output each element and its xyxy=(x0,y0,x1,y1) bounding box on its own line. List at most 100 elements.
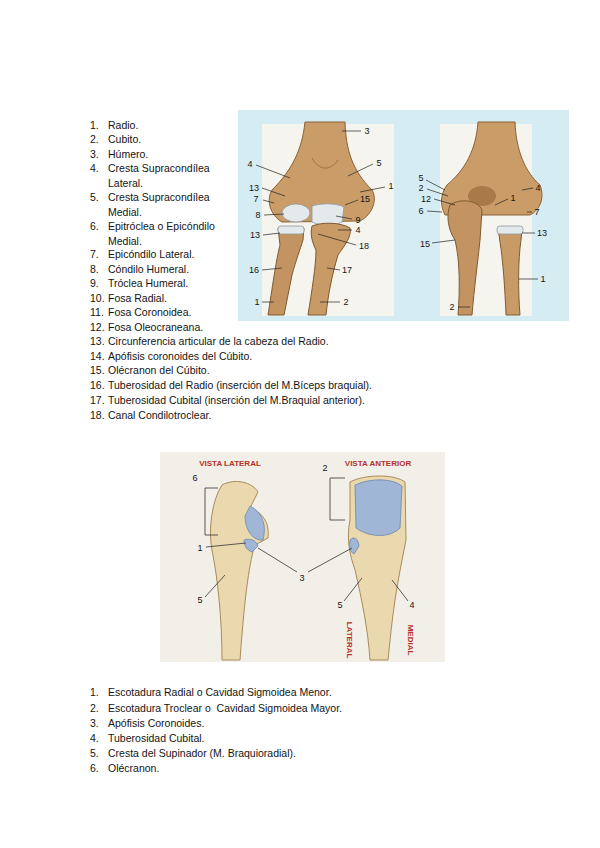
callout-number: 5 xyxy=(336,600,343,610)
list-item: Epicóndilo Lateral. xyxy=(108,247,194,262)
list-item: Apófisis Coronoides. xyxy=(108,716,204,731)
leader-line xyxy=(342,131,361,132)
leader-line xyxy=(256,165,290,178)
leader-line xyxy=(263,233,280,235)
leader-line xyxy=(308,548,352,572)
callout-number: 4 xyxy=(246,159,253,169)
callout-number: 16 xyxy=(248,265,260,275)
leader-line xyxy=(264,214,284,215)
list-number: 4. xyxy=(90,731,99,746)
leader-line xyxy=(432,240,455,243)
leader-line xyxy=(262,268,282,270)
leader-line xyxy=(327,268,340,270)
ulna-anterior-view xyxy=(348,476,406,660)
figure-panel xyxy=(160,452,445,662)
callout-number: 18 xyxy=(358,241,370,251)
leader-line xyxy=(206,543,246,547)
callout-number: 15 xyxy=(359,194,371,204)
bracket xyxy=(205,488,218,535)
leader-line xyxy=(527,212,532,213)
list-item: Olécranon del Cúbito. xyxy=(108,363,210,378)
leader-line xyxy=(360,187,385,192)
list-item: Cóndilo Humeral. xyxy=(108,262,189,277)
callout-number: 13 xyxy=(248,183,260,193)
list-number: 16. xyxy=(90,378,105,393)
list-item: Fosa Radial. xyxy=(108,291,167,306)
list-number: 3. xyxy=(90,147,99,162)
ulna-lateral-view xyxy=(210,481,268,660)
leader-line xyxy=(318,234,356,245)
list-item: Tuberosidad Cubital (inserción del M.Bra… xyxy=(108,393,365,408)
list-item: Fosa Oleocraneana. xyxy=(108,320,203,335)
callout-number: 13 xyxy=(249,230,261,240)
leader-line xyxy=(434,199,455,205)
list-number: 1. xyxy=(90,118,99,133)
leader-line xyxy=(338,230,352,231)
callout-number: 7 xyxy=(533,207,540,217)
callout-number: 4 xyxy=(534,183,541,193)
callout-number: 9 xyxy=(354,215,361,225)
list-number: 18. xyxy=(90,408,105,423)
list-number: 4. xyxy=(90,161,99,176)
list-item: Epitróclea o Epicóndilo Medial. xyxy=(108,219,230,248)
leader-line xyxy=(263,200,274,203)
leader-line xyxy=(458,307,470,308)
list-number: 1. xyxy=(90,685,99,700)
callout-number: 13 xyxy=(536,228,548,238)
view-heading: VISTA ANTERIOR xyxy=(345,459,411,468)
leader-line xyxy=(522,188,533,190)
list-item: Tuberosidad Cubital. xyxy=(108,731,205,746)
list-number: 15. xyxy=(90,363,105,378)
list-item: Olécranon. xyxy=(108,761,159,776)
callout-number: 17 xyxy=(341,265,353,275)
leader-line xyxy=(262,302,274,303)
leader-line xyxy=(345,200,358,205)
callout-number: 6 xyxy=(191,473,198,483)
leader-line xyxy=(262,188,285,196)
callout-number: 1 xyxy=(196,543,203,553)
radial-notch xyxy=(244,539,258,552)
callout-number: 1 xyxy=(387,181,394,191)
radial-head xyxy=(497,226,523,234)
callout-number: 2 xyxy=(342,297,349,307)
list-item: Húmero. xyxy=(108,147,148,162)
callout-number: 1 xyxy=(253,297,260,307)
list-number: 2. xyxy=(90,132,99,147)
leader-line xyxy=(258,548,297,572)
radial-head xyxy=(278,226,304,234)
callout-number: 5 xyxy=(417,173,424,183)
trochlea xyxy=(312,204,344,225)
callout-number: 2 xyxy=(417,183,424,193)
list-item: Apófisis coronoides del Cúbito. xyxy=(108,349,252,364)
list-item: Circunferencia articular de la cabeza de… xyxy=(108,334,329,349)
leader-line xyxy=(427,211,442,212)
list-item: Escotadura Radial o Cavidad Sigmoidea Me… xyxy=(108,685,332,700)
list-number: 13. xyxy=(90,334,105,349)
radial-notch xyxy=(350,538,359,554)
list-item: Fosa Coronoidea. xyxy=(108,305,191,320)
list-item: Cresta Supracondílea Lateral. xyxy=(108,161,230,190)
leader-line xyxy=(348,164,373,176)
callout-number: 8 xyxy=(254,210,261,220)
leader-line xyxy=(392,580,408,601)
callout-number: 6 xyxy=(417,206,424,216)
bracket xyxy=(330,478,345,520)
callout-number: 2 xyxy=(321,463,328,473)
list-number: 10. xyxy=(90,291,105,306)
list-number: 17. xyxy=(90,393,105,408)
callout-number: 5 xyxy=(375,158,382,168)
callout-number: 12 xyxy=(420,194,432,204)
view-heading: VISTA LATERAL xyxy=(199,459,261,468)
leader-lines xyxy=(205,478,408,601)
humerus-bone xyxy=(441,122,541,215)
leader-lines xyxy=(256,131,538,307)
leader-line xyxy=(426,180,445,190)
list-number: 14. xyxy=(90,349,105,364)
list-number: 5. xyxy=(90,746,99,761)
list-number: 9. xyxy=(90,276,99,291)
callout-number: 1 xyxy=(509,193,516,203)
list-number: 7. xyxy=(90,247,99,262)
leader-line xyxy=(336,216,352,219)
callout-number: 5 xyxy=(196,595,203,605)
